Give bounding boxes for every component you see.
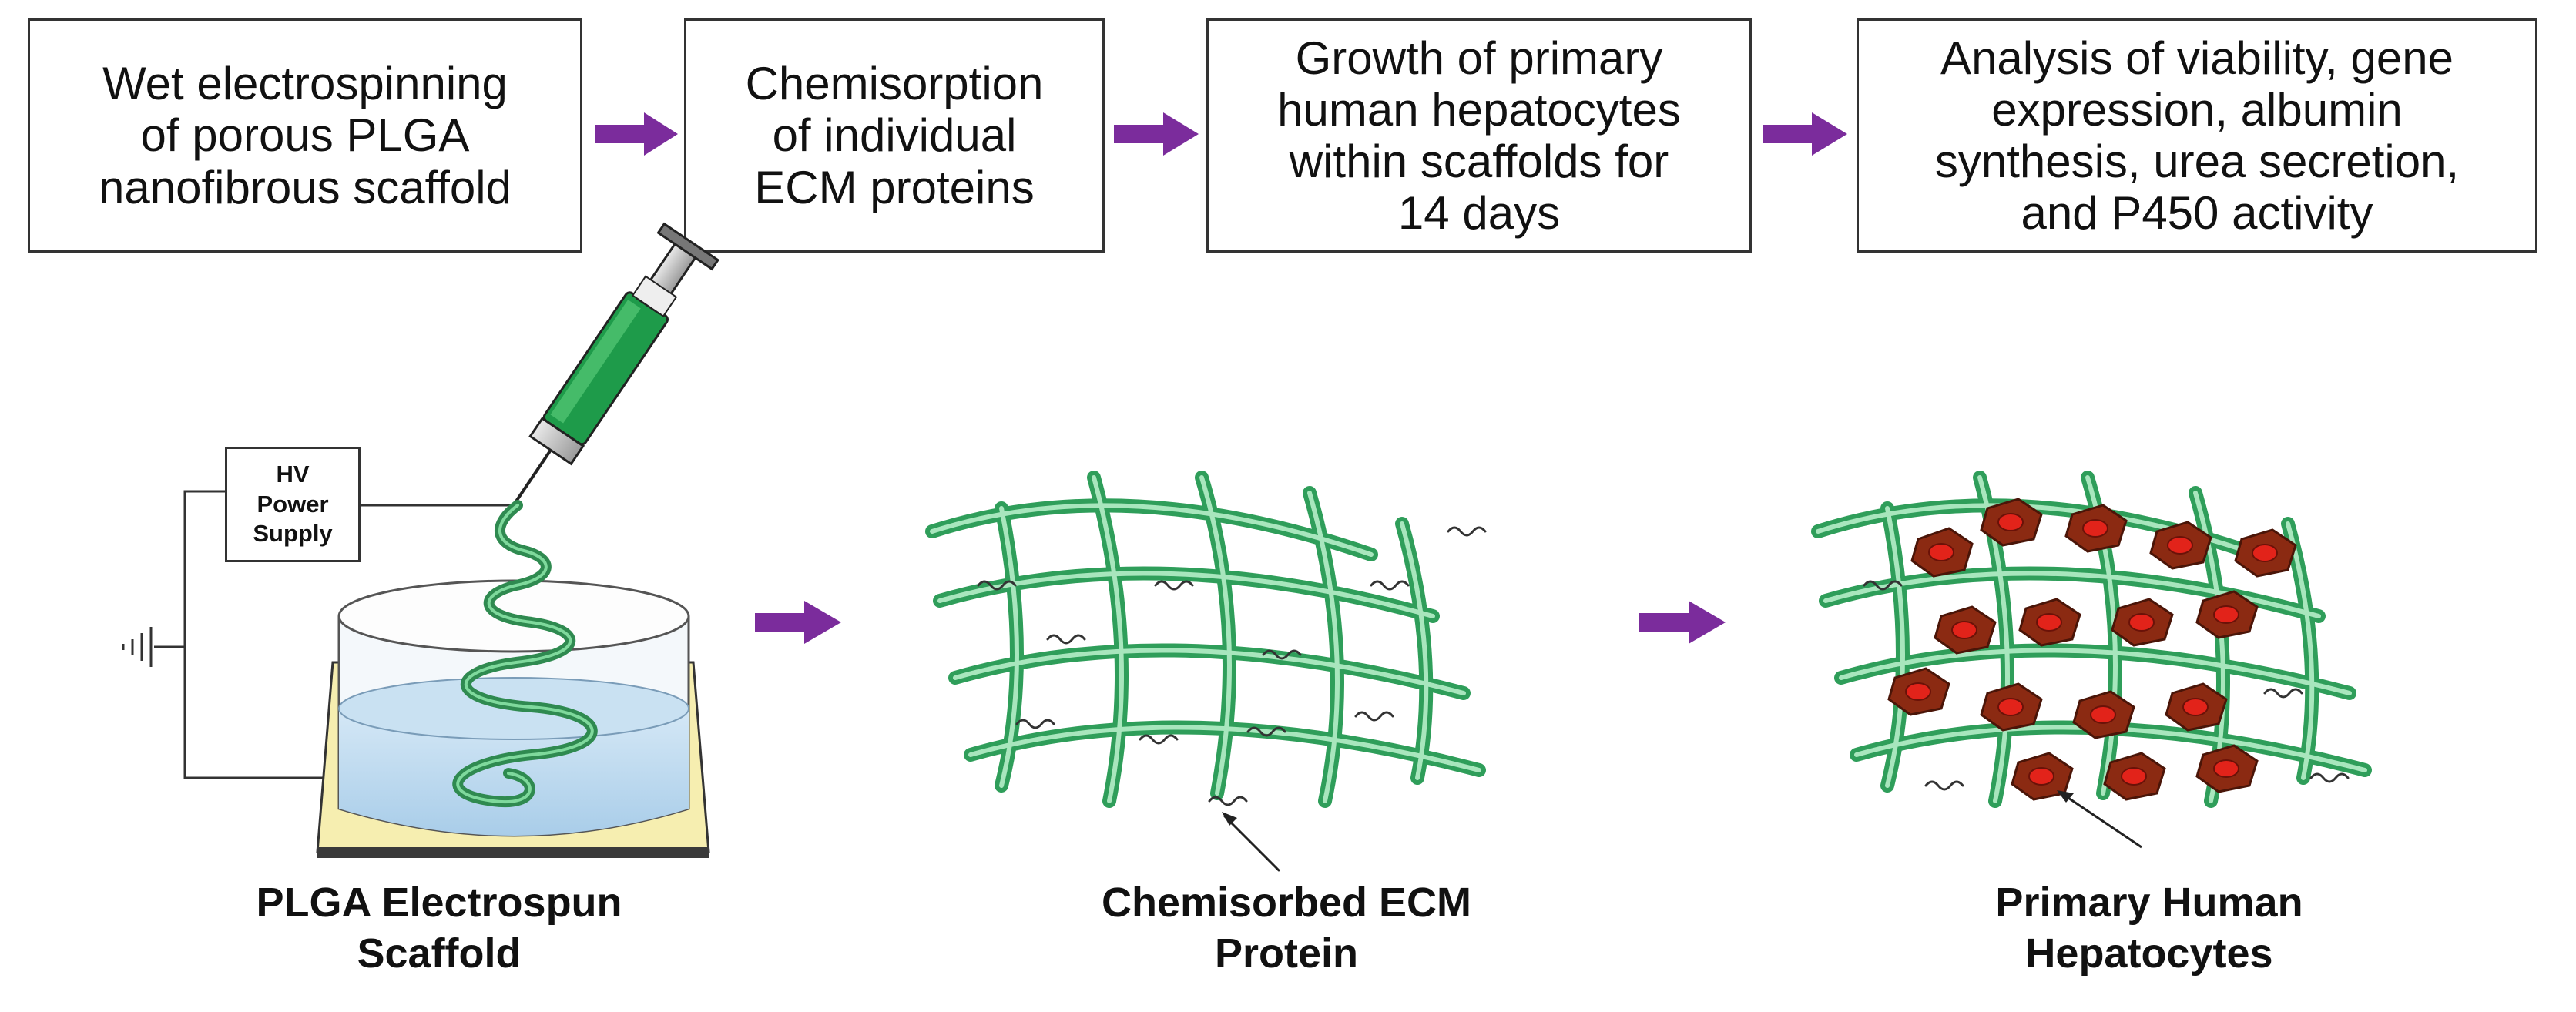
- step-box-analysis: Analysis of viability, gene expression, …: [1857, 18, 2537, 253]
- hepatocyte-cells: [1887, 498, 2297, 801]
- flow-arrow-5: [1639, 601, 1726, 644]
- step-box-growth: Growth of primary human hepatocytes with…: [1206, 18, 1752, 253]
- step-box-chemisorption: Chemisorption of individual ECM proteins: [684, 18, 1105, 253]
- flow-arrow-2: [1114, 112, 1199, 156]
- power-supply-label: HV Power Supply: [253, 460, 333, 548]
- caption-scaffold: PLGA Electrospun Scaffold: [256, 880, 622, 977]
- step-box-electrospinning: Wet electrospinning of porous PLGA nanof…: [28, 18, 582, 253]
- caption-protein: Chemisorbed ECM Protein: [1101, 880, 1472, 977]
- step-text: Wet electrospinning of porous PLGA nanof…: [99, 58, 512, 213]
- hepatocyte-scaffold: [1811, 471, 2372, 849]
- ground-icon: [122, 627, 153, 667]
- electrospinning-apparatus: [122, 222, 720, 858]
- step-text: Chemisorption of individual ECM proteins: [745, 58, 1044, 213]
- flow-arrow-1: [595, 112, 678, 156]
- step-text: Analysis of viability, gene expression, …: [1934, 32, 2460, 240]
- flow-arrow-3: [1763, 112, 1847, 156]
- flow-arrow-4: [755, 601, 841, 644]
- caption-hepatocytes: Primary Human Hepatocytes: [1995, 880, 2303, 977]
- ecm-scaffold: [925, 471, 1487, 872]
- step-text: Growth of primary human hepatocytes with…: [1277, 32, 1681, 240]
- power-supply-box: HV Power Supply: [225, 447, 361, 562]
